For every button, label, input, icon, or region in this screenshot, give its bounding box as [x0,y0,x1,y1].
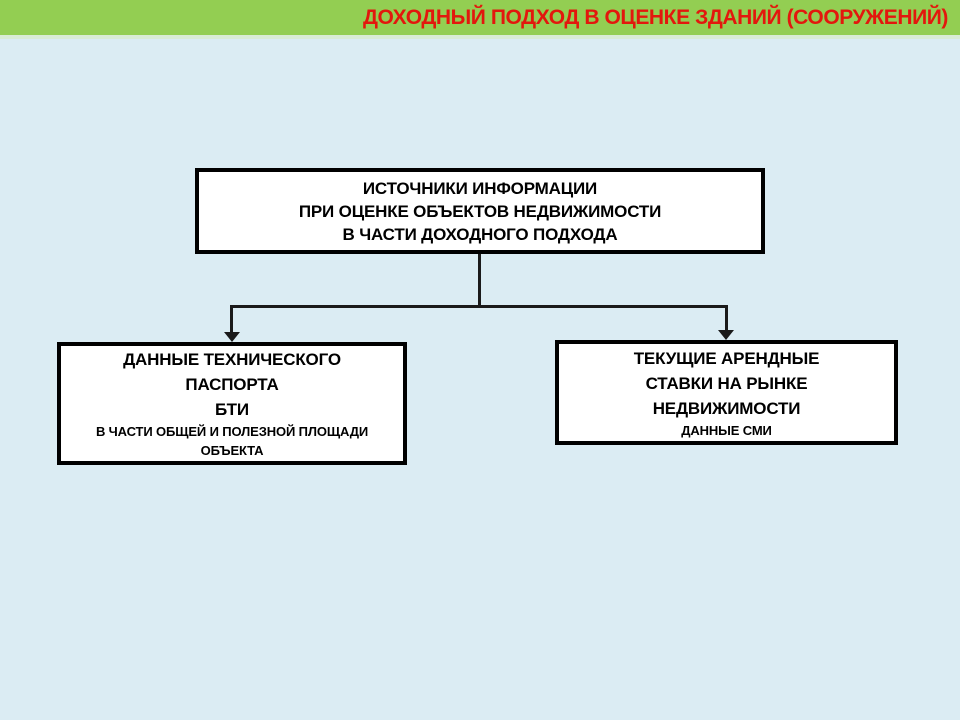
connector-drop-left [230,305,233,332]
right-box-main-line-1: ТЕКУЩИЕ АРЕНДНЫЕ [633,348,820,368]
arrowhead-down-left-icon [224,332,240,342]
connector-horizontal-line [230,305,728,308]
root-box-line-2: ПРИ ОЦЕНКЕ ОБЪЕКТОВ НЕДВИЖИМОСТИ [298,201,662,221]
arrowhead-down-right-icon [718,330,734,340]
left-box-main-line-1: ДАННЫЕ ТЕХНИЧЕСКОГО [123,350,341,369]
root-box: ИСТОЧНИКИ ИНФОРМАЦИИ ПРИ ОЦЕНКЕ ОБЪЕКТОВ… [195,168,765,254]
left-box: ДАННЫЕ ТЕХНИЧЕСКОГО ПАСПОРТА БТИ В ЧАСТИ… [57,342,407,465]
left-box-sub-line-2: ОБЪЕКТА [200,443,264,458]
right-box-sub-line-1: ДАННЫЕ СМИ [681,422,772,438]
right-box: ТЕКУЩИЕ АРЕНДНЫЕ СТАВКИ НА РЫНКЕ НЕДВИЖИ… [555,340,898,445]
left-box-main-line-2: ПАСПОРТА [185,375,279,394]
right-box-main-line-3: НЕДВИЖИМОСТИ [652,398,801,418]
connector-root-stub [478,254,481,308]
connector-drop-right [725,305,728,330]
left-box-main-line-3: БТИ [215,400,249,419]
root-box-line-1: ИСТОЧНИКИ ИНФОРМАЦИИ [362,178,598,198]
right-box-main-line-2: СТАВКИ НА РЫНКЕ [645,373,808,393]
slide-header-bar: ДОХОДНЫЙ ПОДХОД В ОЦЕНКЕ ЗДАНИЙ (СООРУЖЕ… [0,0,960,35]
slide-title: ДОХОДНЫЙ ПОДХОД В ОЦЕНКЕ ЗДАНИЙ (СООРУЖЕ… [363,5,948,29]
root-box-line-3: В ЧАСТИ ДОХОДНОГО ПОДХОДА [342,224,618,244]
left-box-sub-line-1: В ЧАСТИ ОБЩЕЙ И ПОЛЕЗНОЙ ПЛОЩАДИ [95,424,369,439]
header-divider [0,35,960,39]
